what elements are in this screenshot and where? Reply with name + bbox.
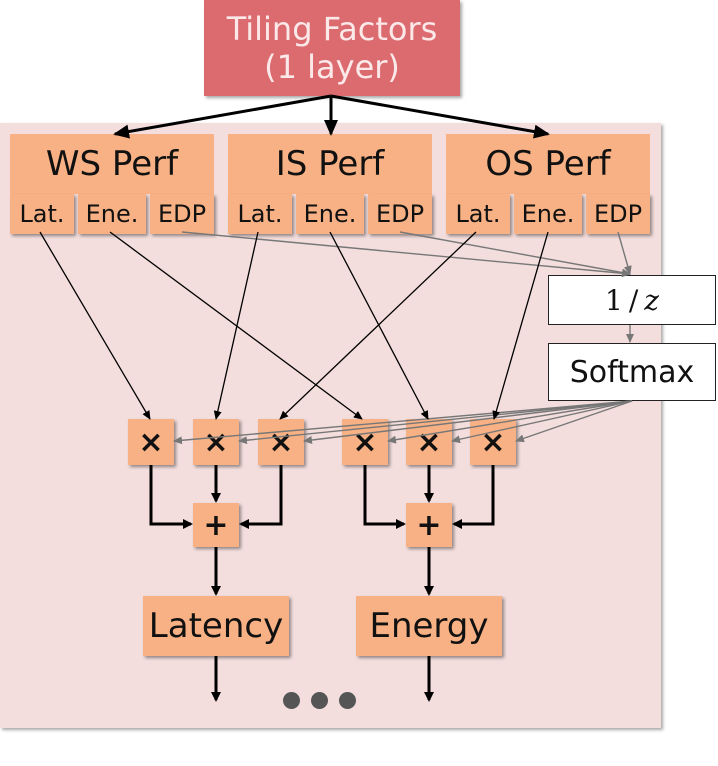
multiply-node-energy-is: × — [406, 419, 452, 465]
tiling-factors-title: Tiling Factors — [226, 10, 438, 48]
energy-output-box: Energy — [356, 596, 502, 656]
ws-energy-label: Ene. — [85, 200, 139, 228]
is-perf-title: IS Perf — [275, 144, 385, 184]
wire-ws-lat-to-mul — [39, 231, 151, 420]
latency-output-box: Latency — [143, 596, 289, 656]
is-energy-label: Ene. — [303, 200, 357, 228]
energy-output-label: Energy — [369, 606, 489, 646]
os-energy-label: Ene. — [521, 200, 575, 228]
wire-source-to-os — [330, 94, 550, 139]
wire-ws-ene-to-mul — [109, 231, 363, 420]
tiling-factors-box: Tiling Factors (1 layer) — [204, 0, 460, 96]
is-energy-cell: Ene. — [296, 194, 364, 234]
ws-perf-header: WS Perf — [10, 134, 214, 194]
wire-mul6-to-add-energy — [452, 465, 495, 529]
os-edp-label: EDP — [593, 200, 643, 228]
tiling-factors-subtitle: (1 layer) — [264, 48, 400, 86]
latency-output-label: Latency — [148, 606, 284, 646]
reciprocal-numerator: 1 — [604, 283, 623, 317]
wire-os-edp-to-reciprocal — [617, 231, 632, 275]
is-latency-label: Lat. — [237, 200, 283, 228]
ws-energy-cell: Ene. — [78, 194, 146, 234]
wire-os-lat-to-mul — [279, 231, 477, 420]
multiply-symbol: × — [352, 424, 378, 460]
is-edp-cell: EDP — [368, 194, 432, 234]
is-edp-label: EDP — [375, 200, 425, 228]
wire-source-to-ws — [113, 94, 332, 139]
multiply-node-latency-os: × — [258, 419, 304, 465]
wire-softmax-to-mul-3 — [303, 400, 633, 445]
reciprocal-temperature-box: 1 / z — [548, 275, 716, 325]
is-latency-cell: Lat. — [228, 194, 292, 234]
add-node-latency: + — [193, 503, 239, 547]
wire-is-lat-to-mul — [213, 231, 259, 420]
os-latency-label: Lat. — [455, 200, 501, 228]
ws-edp-label: EDP — [157, 200, 207, 228]
os-energy-cell: Ene. — [514, 194, 582, 234]
os-perf-header: OS Perf — [446, 134, 650, 194]
os-perf-title: OS Perf — [485, 144, 611, 184]
os-edp-cell: EDP — [586, 194, 650, 234]
ellipsis-dot-1 — [283, 692, 300, 709]
wire-softmax-to-mul-5 — [451, 400, 633, 444]
wire-ws-edp-to-reciprocal — [181, 231, 631, 278]
softmax-box: Softmax — [548, 343, 716, 401]
multiply-symbol: × — [203, 424, 229, 460]
os-latency-cell: Lat. — [446, 194, 510, 234]
softmax-label: Softmax — [569, 354, 695, 390]
wire-is-edp-to-reciprocal — [399, 231, 631, 277]
multiply-symbol: × — [416, 424, 442, 460]
ws-perf-title: WS Perf — [45, 144, 179, 184]
wire-softmax-to-mul-1 — [173, 400, 633, 445]
wire-is-ene-to-mul — [329, 231, 429, 420]
wire-mul3-to-add-latency — [239, 465, 283, 529]
wire-os-ene-to-mul — [492, 231, 549, 420]
wire-softmax-to-mul-4 — [387, 400, 633, 444]
multiply-node-latency-ws: × — [128, 419, 174, 465]
wire-mul4-to-add-energy — [363, 465, 406, 529]
ws-latency-cell: Lat. — [10, 194, 74, 234]
wire-softmax-to-mul-2 — [238, 400, 633, 445]
ws-latency-label: Lat. — [19, 200, 65, 228]
ws-edp-cell: EDP — [150, 194, 214, 234]
wire-mul1-to-add-latency — [149, 465, 193, 529]
multiply-symbol: × — [138, 424, 164, 460]
add-node-energy: + — [406, 503, 452, 547]
add-symbol: + — [416, 507, 442, 543]
reciprocal-slash: / — [628, 283, 639, 317]
is-perf-header: IS Perf — [228, 134, 432, 194]
wire-softmax-to-mul-6 — [515, 400, 633, 443]
ellipsis-dot-3 — [339, 692, 356, 709]
ellipsis-dot-2 — [311, 692, 328, 709]
add-symbol: + — [203, 507, 229, 543]
multiply-node-latency-is: × — [193, 419, 239, 465]
reciprocal-variable: z — [644, 283, 660, 317]
